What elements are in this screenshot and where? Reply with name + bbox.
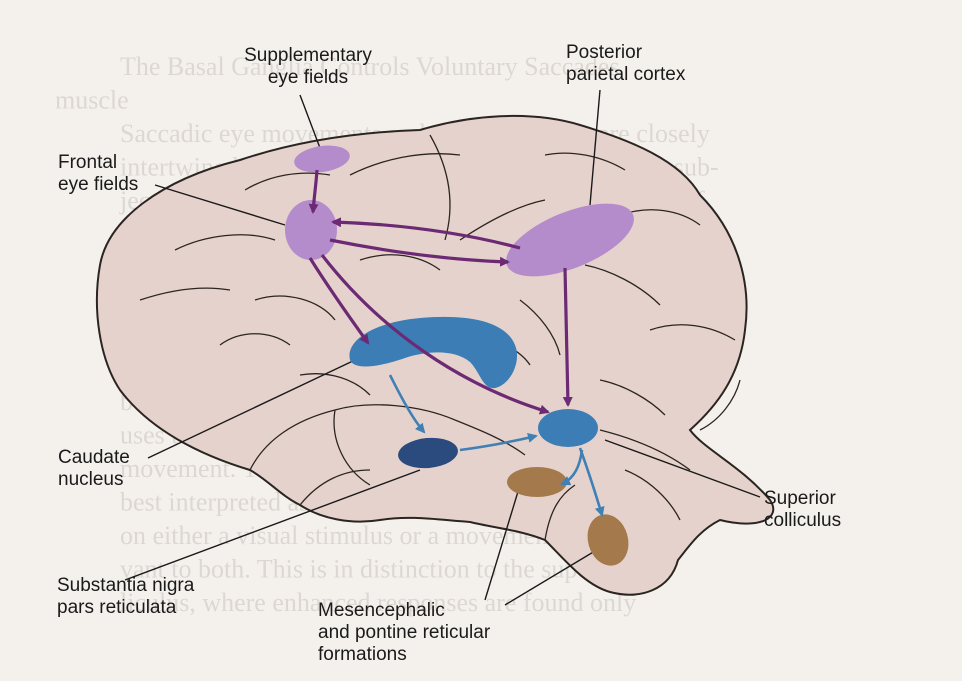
- label-superior-colliculus: Superior colliculus: [764, 488, 841, 532]
- background-text-line: muscle: [55, 86, 129, 115]
- label-caudate-nucleus: Caudate nucleus: [58, 447, 130, 491]
- label-reticular-formations: Mesencephalic and pontine reticular form…: [318, 600, 490, 666]
- superior-colliculus-shape: [538, 409, 598, 447]
- label-substantia-nigra: Substantia nigra pars reticulata: [57, 575, 194, 619]
- label-posterior-parietal-cortex: Posterior parietal cortex: [566, 42, 685, 86]
- frontal-eye-fields-area: [285, 200, 337, 260]
- label-frontal-eye-fields: Frontal eye fields: [58, 152, 138, 196]
- mesencephalic-reticular-formation-shape: [507, 467, 567, 497]
- label-supplementary-eye-fields: Supplementary eye fields: [223, 45, 393, 89]
